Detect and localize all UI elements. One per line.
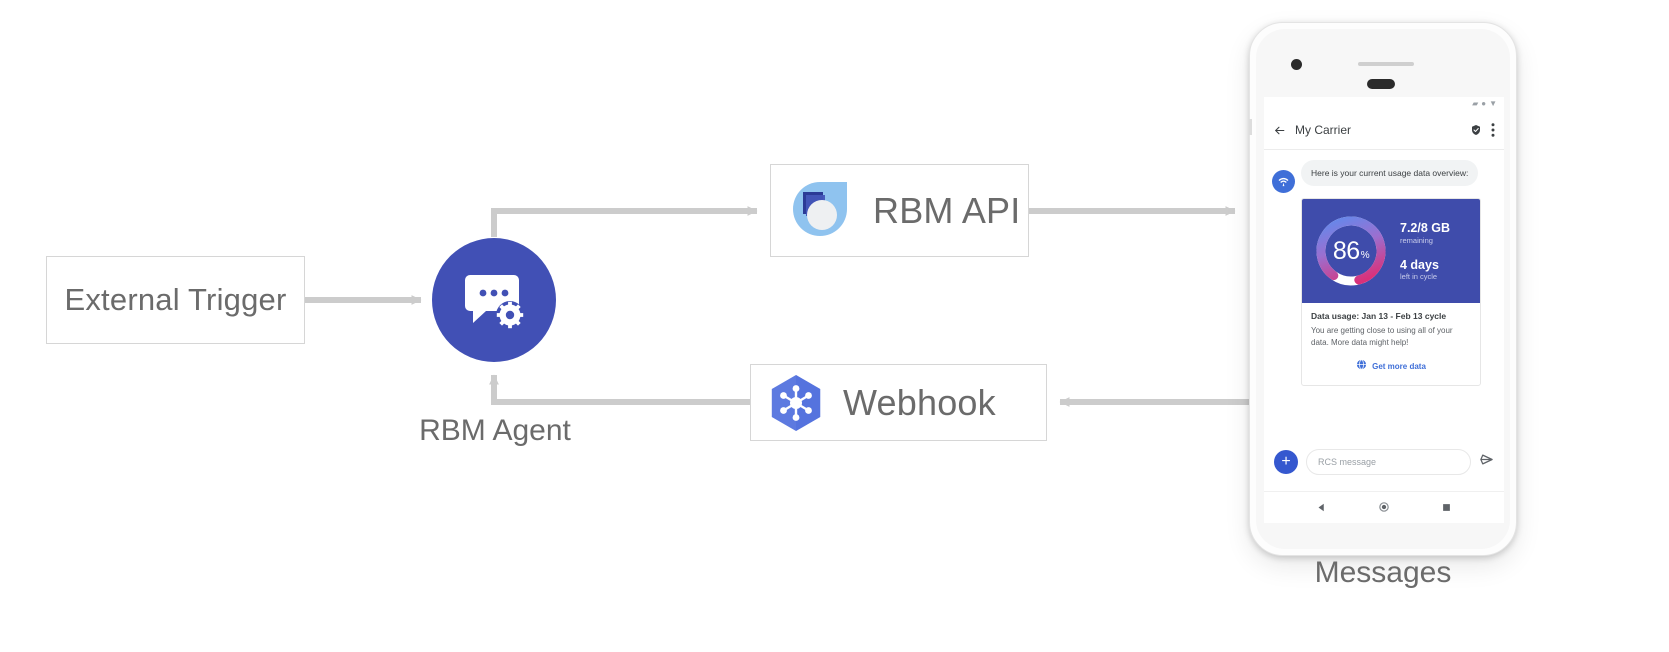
rbm-droplet-icon: [793, 181, 847, 236]
plus-icon[interactable]: +: [1274, 450, 1298, 474]
back-arrow-icon[interactable]: [1273, 124, 1286, 137]
chat-gear-icon: [465, 275, 524, 329]
broadcast-antenna-icon: [1272, 170, 1295, 193]
external-trigger-label: External Trigger: [64, 282, 287, 317]
get-more-data-label: Get more data: [1372, 361, 1426, 371]
app-bar: My Carrier: [1264, 111, 1504, 150]
verified-shield-icon[interactable]: [1470, 124, 1482, 136]
battery-icon: ▼: [1489, 99, 1497, 108]
external-trigger-node[interactable]: External Trigger: [46, 256, 305, 344]
get-more-data-button[interactable]: Get more data: [1311, 348, 1471, 379]
rich-card[interactable]: 86 % 7.2/8 GB remaining 4 days lef: [1301, 198, 1481, 387]
phone-device: ▰ ● ▼ My Carrier: [1249, 22, 1517, 556]
card-media: 86 % 7.2/8 GB remaining 4 days lef: [1302, 199, 1480, 303]
card-body: Data usage: Jan 13 - Feb 13 cycle You ar…: [1302, 303, 1480, 385]
stat-days-label: left in cycle: [1400, 271, 1438, 281]
app-bar-title: My Carrier: [1295, 123, 1351, 137]
incoming-message-row: Here is your current usage data overview…: [1272, 160, 1496, 193]
card-stats: 7.2/8 GB remaining 4 days left in cycle: [1398, 221, 1470, 281]
stat-remaining-label: remaining: [1400, 235, 1433, 245]
nav-recents-icon[interactable]: [1442, 499, 1451, 517]
wifi-dot-icon: ●: [1481, 99, 1487, 108]
stat-days-left: 4 days left in cycle: [1400, 258, 1470, 281]
stat-remaining: 7.2/8 GB remaining: [1400, 221, 1470, 244]
message-composer: + RCS message: [1264, 441, 1504, 483]
signal-icon: ▰: [1472, 99, 1479, 108]
webhook-label: Webhook: [843, 381, 996, 423]
nav-home-icon[interactable]: [1379, 499, 1389, 517]
webhook-node[interactable]: Webhook: [750, 364, 1047, 441]
wire-webhook-to-agent: [489, 374, 750, 405]
data-usage-gauge: 86 %: [1312, 212, 1390, 290]
status-bar: ▰ ● ▼: [1264, 97, 1504, 111]
gauge-readout: 86 %: [1312, 212, 1390, 290]
android-nav-bar: [1264, 491, 1504, 523]
intro-message-bubble: Here is your current usage data overview…: [1301, 160, 1479, 187]
rbm-api-node[interactable]: RBM API: [770, 164, 1029, 257]
stat-days-value: 4 days: [1400, 257, 1439, 272]
rcs-message-placeholder: RCS message: [1318, 457, 1377, 467]
globe-icon: [1356, 357, 1367, 375]
conversation-area: Here is your current usage data overview…: [1264, 150, 1504, 480]
wire-agent-to-api: [491, 206, 758, 237]
phone-screen: ▰ ● ▼ My Carrier: [1264, 97, 1504, 523]
rbm-api-label: RBM API: [873, 189, 1021, 231]
card-title: Data usage: Jan 13 - Feb 13 cycle: [1311, 311, 1447, 321]
hexagon-network-icon: [771, 374, 821, 431]
nav-back-icon[interactable]: [1317, 499, 1326, 517]
send-icon[interactable]: [1479, 452, 1494, 472]
card-description: You are getting close to using all of yo…: [1311, 326, 1453, 347]
more-vert-icon[interactable]: [1491, 123, 1495, 137]
stat-remaining-value: 7.2/8 GB: [1400, 221, 1451, 236]
messages-label: Messages: [1314, 556, 1452, 589]
gauge-unit: %: [1360, 249, 1370, 261]
phone-earpiece: [1367, 79, 1395, 89]
phone-sensor-bar: [1358, 62, 1414, 66]
phone-camera-icon: [1291, 59, 1302, 70]
rbm-agent-node[interactable]: [432, 238, 556, 362]
gauge-value: 86: [1332, 236, 1360, 265]
rbm-agent-label: RBM Agent: [419, 414, 571, 447]
phone-side-button[interactable]: [1249, 119, 1252, 135]
rcs-message-input[interactable]: RCS message: [1306, 449, 1471, 475]
